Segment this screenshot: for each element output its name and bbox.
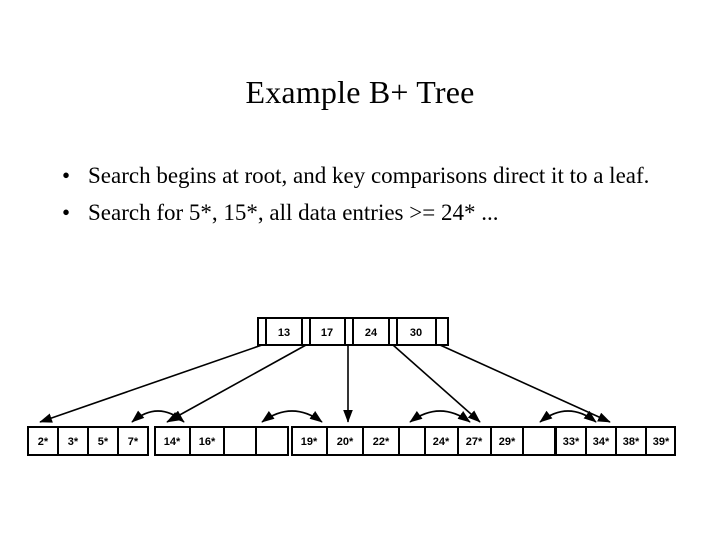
bullet-item-1: • Search begins at root, and key compari… (46, 160, 686, 191)
root-to-leaf-connectors (39, 344, 611, 423)
connector-root-p3-to-leaf-4 (392, 344, 481, 423)
leaf-2-cell-1: 16* (199, 436, 216, 448)
leaf-2-cell-0: 14* (164, 436, 181, 448)
sibling-link-2-3 (261, 410, 323, 423)
bullet-marker-icon: • (62, 200, 71, 225)
leaf-1-cell-3: 7* (128, 436, 139, 448)
root-key-2: 24 (365, 327, 378, 339)
leaf-node-4[interactable]: 24* 27* 29* (424, 426, 556, 456)
leaf-1-cell-0: 2* (38, 436, 49, 448)
leaf-node-1[interactable]: 2* 3* 5* 7* (27, 426, 149, 456)
leaf-4-cell-0: 24* (433, 436, 450, 448)
leaf-5-cell-2: 38* (623, 436, 640, 448)
leaf-4-cell-2: 29* (499, 436, 516, 448)
connector-root-p0-to-leaf-1 (39, 344, 263, 423)
leaf-node-2[interactable]: 14* 16* (154, 426, 289, 456)
root-node[interactable]: 13 17 24 30 (257, 317, 449, 346)
leaf-3-cell-2: 22* (373, 436, 390, 448)
b-plus-tree-diagram: 13 17 24 30 2* 3* 5* 7* 14* 1 (27, 317, 676, 456)
bullet-item-2: • Search for 5*, 15*, all data entries >… (46, 197, 686, 228)
bullet-marker-icon: • (62, 163, 71, 188)
leaf-sibling-links (131, 410, 597, 423)
sibling-link-4-5 (539, 410, 597, 423)
connector-root-p1-to-leaf-2 (166, 344, 307, 423)
root-key-3: 30 (410, 327, 422, 339)
sibling-link-3-4 (409, 410, 471, 423)
leaf-5-cell-0: 33* (563, 436, 580, 448)
leaf-node-3[interactable]: 19* 20* 22* (291, 426, 439, 456)
root-key-0: 13 (278, 327, 290, 339)
leaf-node-5[interactable]: 33* 34* 38* 39* (555, 426, 676, 456)
bullet-text-2: Search for 5*, 15*, all data entries >= … (88, 200, 499, 225)
bullet-text-1: Search begins at root, and key compariso… (88, 163, 650, 188)
leaf-1-cell-1: 3* (68, 436, 79, 448)
leaf-4-cell-1: 27* (466, 436, 483, 448)
leaf-1-cell-2: 5* (98, 436, 109, 448)
leaf-5-cell-3: 39* (653, 436, 670, 448)
root-key-1: 17 (321, 327, 333, 339)
sibling-link-1-2 (131, 410, 185, 423)
leaf-3-cell-1: 20* (337, 436, 354, 448)
page-title: Example B+ Tree (245, 74, 475, 110)
leaf-5-cell-1: 34* (593, 436, 610, 448)
leaf-3-cell-0: 19* (301, 436, 318, 448)
connector-root-p4-to-leaf-5 (439, 344, 611, 423)
bullet-list: • Search begins at root, and key compari… (46, 160, 686, 234)
leaf-node-2-box (154, 426, 289, 456)
